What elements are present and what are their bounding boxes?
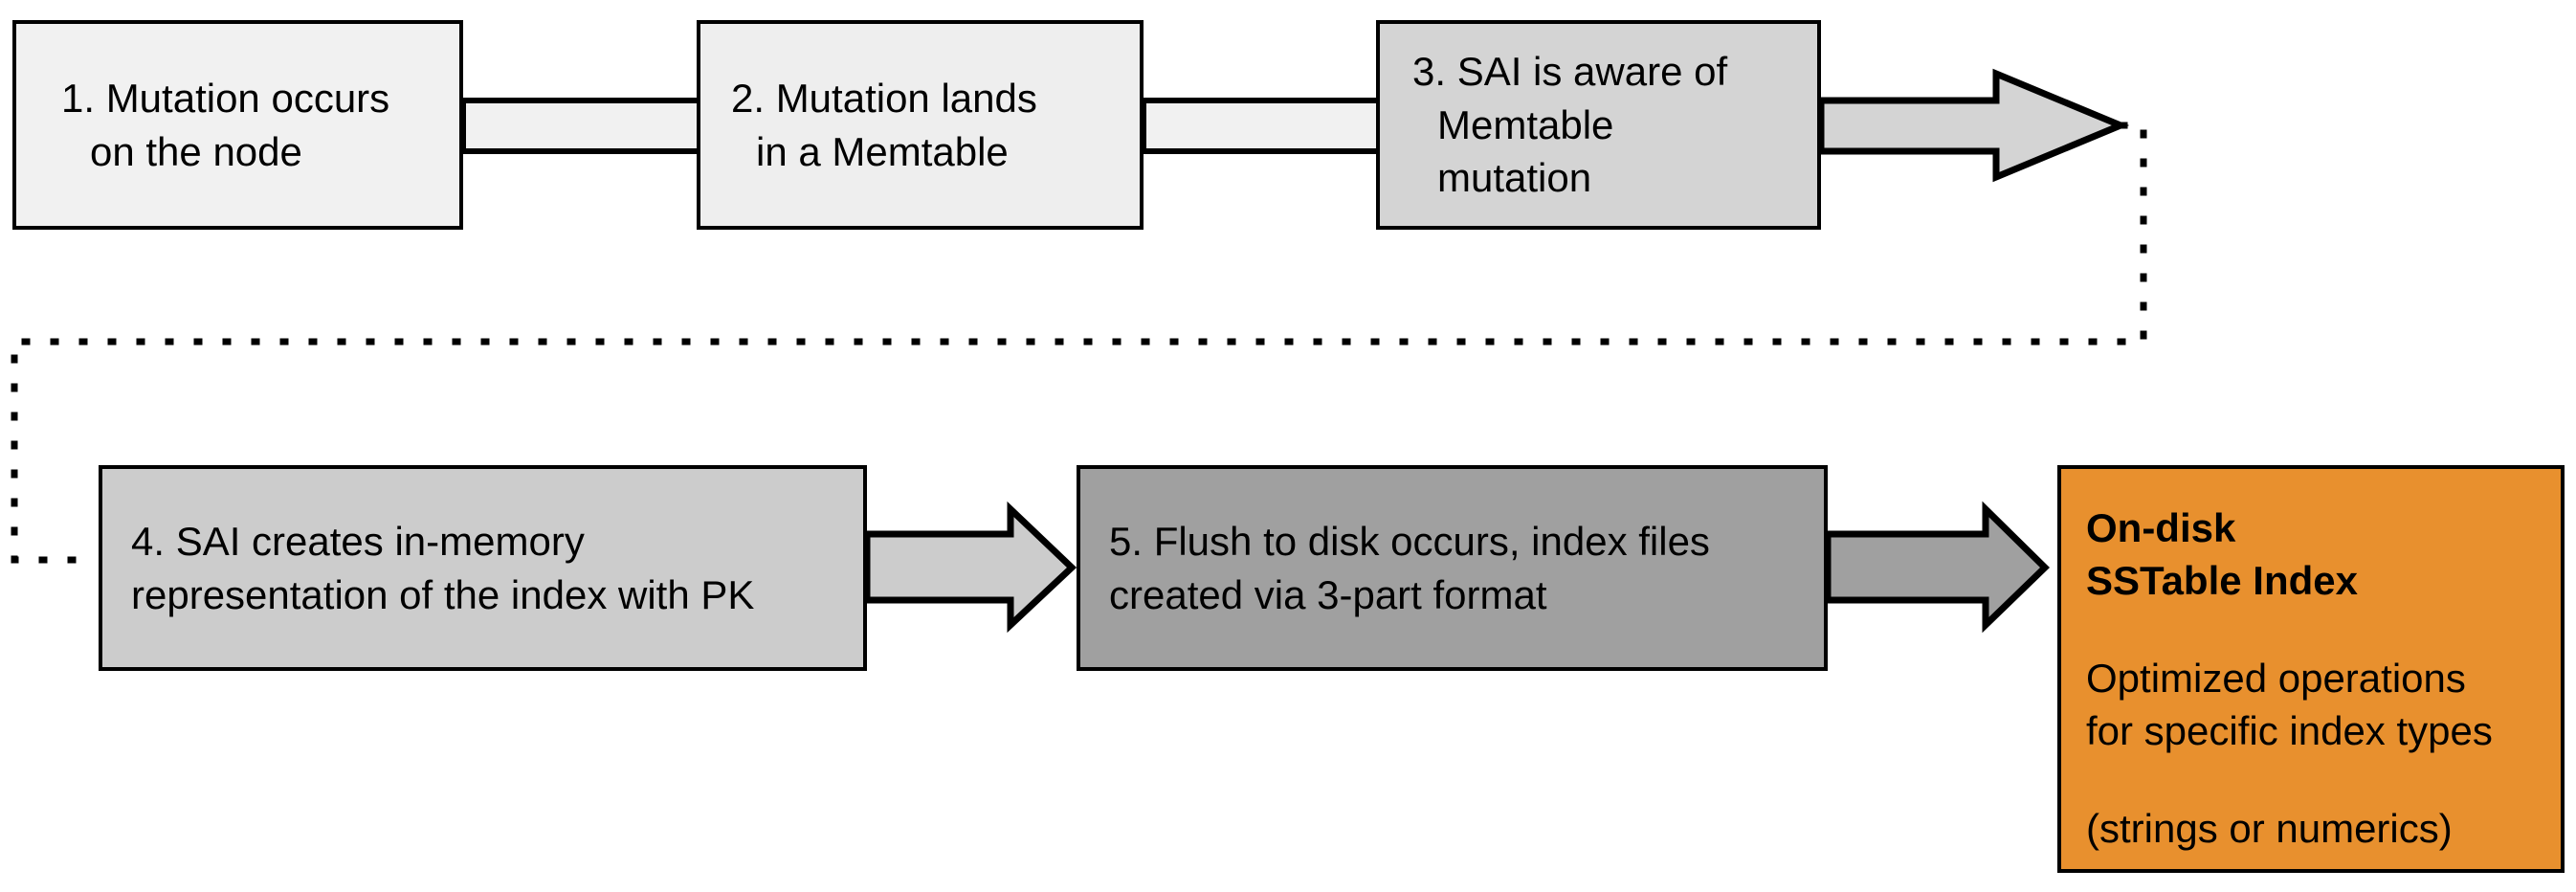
on-disk-sstable-index-box[interactable]: On-disk SSTable Index Optimized operatio… xyxy=(2057,465,2565,873)
arrow-3-out xyxy=(1817,68,2130,183)
step-4-line-2: representation of the index with PK xyxy=(131,571,755,617)
step-3-line-2: Memtable xyxy=(1437,101,1614,147)
step-4-box[interactable]: 4. SAI creates in-memory representation … xyxy=(99,465,867,671)
step-1-line-1: 1. Mutation occurs xyxy=(61,76,390,122)
on-disk-footnote: (strings or numerics) xyxy=(2086,805,2453,851)
step-2-line-1: 2. Mutation lands xyxy=(731,76,1037,122)
on-disk-heading-line-2: SSTable Index xyxy=(2086,558,2358,604)
on-disk-body-line-1: Optimized operations xyxy=(2086,655,2466,701)
on-disk-body-line-2: for specific index types xyxy=(2086,708,2493,754)
step-1-box[interactable]: 1. Mutation occurs on the node xyxy=(12,20,463,230)
step-3-box[interactable]: 3. SAI is aware of Memtable mutation xyxy=(1376,20,1821,230)
step-5-line-2: created via 3-part format xyxy=(1109,571,1547,617)
arrow-4-5 xyxy=(863,501,1077,634)
step-4-line-1: 4. SAI creates in-memory xyxy=(131,519,585,565)
step-5-box[interactable]: 5. Flush to disk occurs, index files cre… xyxy=(1077,465,1828,671)
on-disk-heading-line-1: On-disk xyxy=(2086,505,2236,550)
step-2-line-2: in a Memtable xyxy=(756,128,1009,174)
step-2-box[interactable]: 2. Mutation lands in a Memtable xyxy=(697,20,1144,230)
arrow-5-disk xyxy=(1824,501,2051,634)
step-3-line-3: mutation xyxy=(1437,155,1592,201)
step-1-line-2: on the node xyxy=(90,128,302,174)
step-3-line-1: 3. SAI is aware of xyxy=(1412,49,1728,95)
step-5-line-1: 5. Flush to disk occurs, index files xyxy=(1109,519,1710,565)
